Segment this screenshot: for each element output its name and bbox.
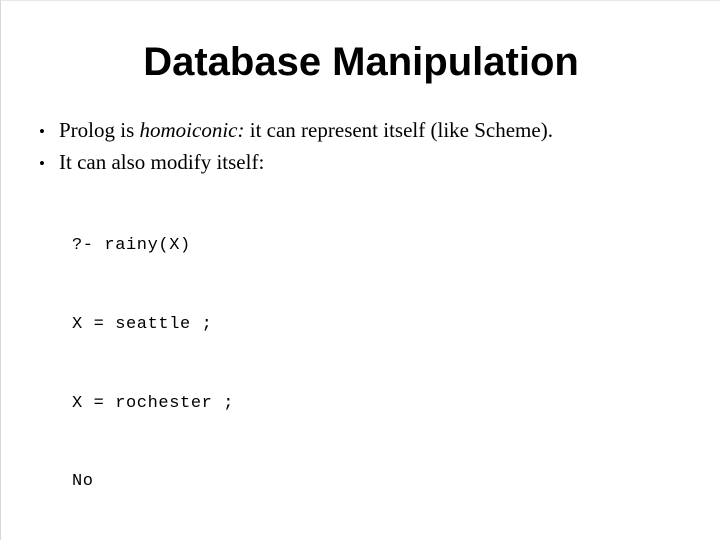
page-title: Database Manipulation: [143, 40, 579, 84]
bullet-text-pre: Prolog is: [59, 118, 140, 142]
code-line: X = seattle ;: [72, 315, 213, 334]
bullet-text-pre: It can also modify itself:: [59, 150, 265, 174]
bullet-point-icon: •: [39, 154, 45, 173]
list-item-text: Prolog is homoiconic: it can represent i…: [59, 115, 693, 145]
bullet-point-icon: •: [39, 122, 45, 141]
list-item: • It can also modify itself:: [33, 147, 693, 179]
bullet-list: • Prolog is homoiconic: it can represent…: [33, 115, 693, 179]
code-line: ?- rainy(X): [72, 236, 191, 256]
code-line: No: [72, 472, 94, 492]
bullet-text-post: it can represent itself (like Scheme).: [244, 118, 553, 142]
prolog-transcript-block: ?- rainy(X) X = seattle ; X = rochester …: [72, 181, 385, 540]
code-line: X = rochester ;: [72, 393, 235, 413]
bullet-text-emphasis: homoiconic:: [139, 118, 245, 142]
list-item: • Prolog is homoiconic: it can represent…: [33, 115, 693, 147]
list-item-text: It can also modify itself:: [59, 147, 693, 177]
